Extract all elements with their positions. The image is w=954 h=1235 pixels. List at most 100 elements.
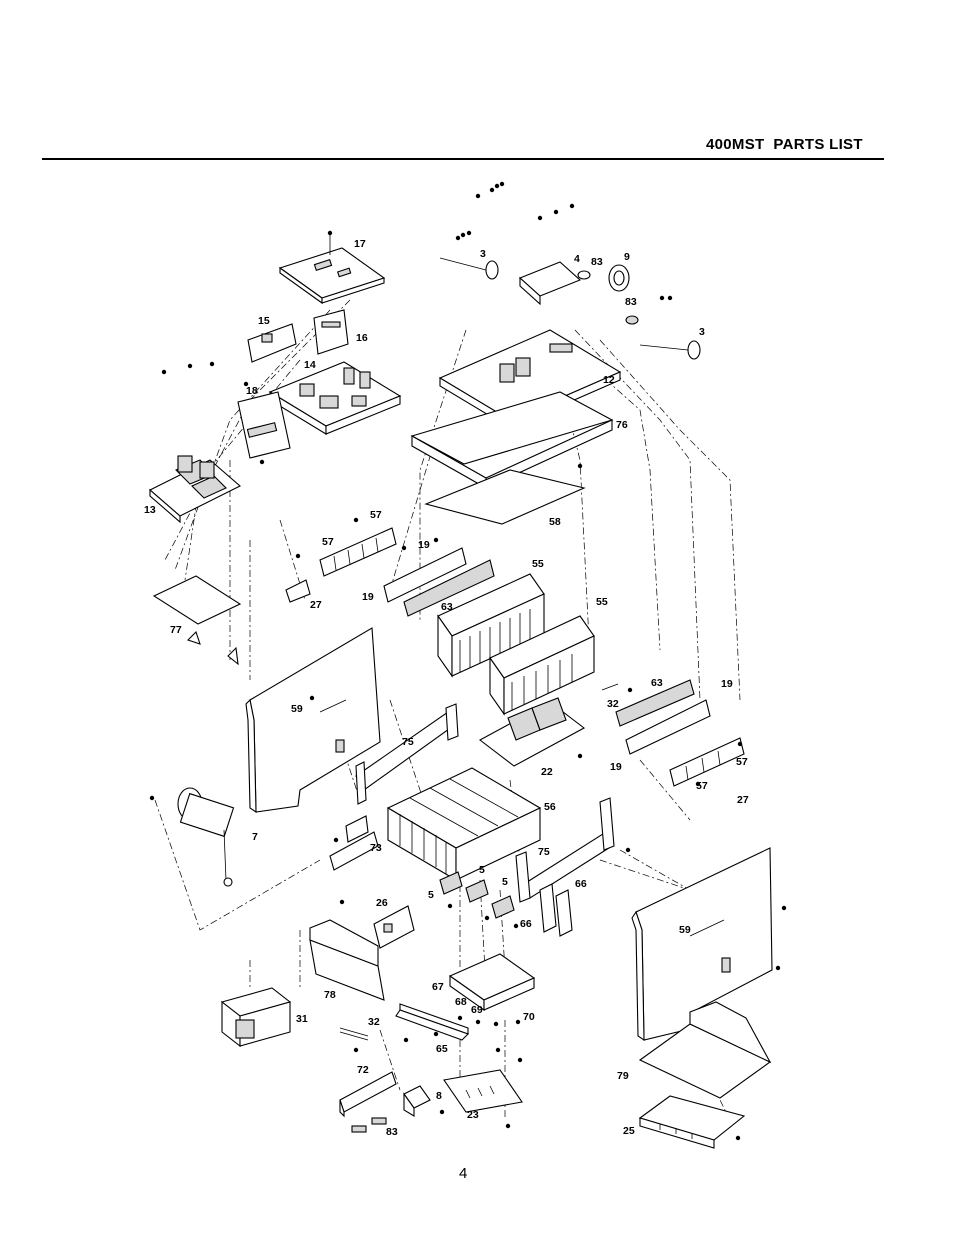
callout-19: 19 (362, 591, 374, 603)
callout-26: 26 (376, 897, 388, 909)
part-16-bracket (313, 309, 349, 355)
part-3-terminal-right (639, 340, 701, 360)
part-78-front-cover (309, 919, 385, 1001)
part-66-plates (539, 883, 573, 937)
callout-32: 32 (368, 1016, 380, 1028)
part-17-control-board (278, 230, 386, 305)
part-19-bracket-left (383, 547, 467, 603)
callout-83: 83 (386, 1126, 398, 1138)
callout-4: 4 (574, 253, 580, 265)
callout-17: 17 (354, 238, 366, 250)
callout-57: 57 (322, 536, 334, 548)
top-screws (455, 181, 673, 301)
part-3-terminal-left (439, 257, 499, 280)
callout-23: 23 (467, 1109, 479, 1121)
part-27-block-left (285, 579, 311, 603)
callout-63: 63 (651, 677, 663, 689)
callout-66: 66 (575, 878, 587, 890)
callout-59: 59 (679, 924, 691, 936)
callout-57: 57 (370, 509, 382, 521)
part-75-bracket-left (355, 703, 459, 805)
part-55-heatsink-b (489, 615, 595, 716)
callout-15: 15 (258, 315, 270, 327)
callout-78: 78 (324, 989, 336, 1001)
callout-16: 16 (356, 332, 368, 344)
callout-75: 75 (538, 846, 550, 858)
callout-57: 57 (696, 780, 708, 792)
part-22-transformer-board (478, 697, 586, 767)
part-59-side-panel-left (245, 627, 381, 814)
callout-58: 58 (549, 516, 561, 528)
callout-32: 32 (607, 698, 619, 710)
page-title: 400MST PARTS LIST (706, 136, 863, 153)
part-63-insulator-left (403, 559, 495, 617)
callout-55: 55 (532, 558, 544, 570)
part-31-transformer (220, 987, 292, 1048)
part-18-side-board (237, 391, 291, 459)
callout-14: 14 (304, 359, 316, 371)
part-75-bracket-right (515, 797, 615, 903)
callout-67: 67 (432, 981, 444, 993)
fastener-screws (149, 361, 787, 1141)
callout-75: 75 (402, 736, 414, 748)
callout-5: 5 (428, 889, 434, 901)
callout-9: 9 (624, 251, 630, 263)
callout-labels: 17 3 4 83 9 83 3 15 16 14 12 18 76 13 58… (144, 238, 749, 1138)
part-55-heatsink-a (437, 573, 545, 678)
part-19-bracket-right (625, 699, 711, 755)
callout-12: 12 (603, 374, 615, 386)
callout-72: 72 (357, 1064, 369, 1076)
part-15-small-board (247, 323, 297, 363)
callout-77: 77 (170, 624, 182, 636)
part-79-bottom-panel (638, 1001, 772, 1099)
callout-3: 3 (699, 326, 705, 338)
callout-76: 76 (616, 419, 628, 431)
part-77-sheet (152, 575, 242, 666)
part-32-cable (339, 683, 619, 1041)
callout-19: 19 (721, 678, 733, 690)
part-9-ring (608, 264, 630, 292)
part-23-board (443, 1069, 523, 1113)
callout-63: 63 (441, 601, 453, 613)
part-26-bracket (373, 905, 415, 949)
callout-27: 27 (737, 794, 749, 806)
part-4-terminal-block (518, 261, 582, 306)
callout-7: 7 (252, 831, 258, 843)
callout-18: 18 (246, 385, 258, 397)
callout-13: 13 (144, 504, 156, 516)
callout-73: 73 (370, 842, 382, 854)
callout-8: 8 (436, 1090, 442, 1102)
callout-68: 68 (455, 996, 467, 1008)
callout-70: 70 (523, 1011, 535, 1023)
header-rule (42, 158, 884, 160)
callout-25: 25 (623, 1125, 635, 1137)
callout-66: 66 (520, 918, 532, 930)
part-67-70-bracket-assembly (448, 953, 536, 1012)
part-8-switch (403, 1085, 431, 1117)
callout-59: 59 (291, 703, 303, 715)
callout-79: 79 (617, 1070, 629, 1082)
part-83-grommet-top (577, 270, 639, 325)
part-14-main-board (268, 361, 402, 435)
callout-57: 57 (736, 756, 748, 768)
callout-65: 65 (436, 1043, 448, 1055)
part-57-strip-right (669, 737, 745, 787)
part-83-grommets-bottom (351, 1117, 387, 1133)
part-57-strip-left (319, 527, 397, 577)
callout-5: 5 (502, 876, 508, 888)
callout-3: 3 (480, 248, 486, 260)
part-72-bracket (339, 1071, 397, 1118)
callout-56: 56 (544, 801, 556, 813)
part-65-rail (395, 1003, 470, 1041)
callout-69: 69 (471, 1004, 483, 1016)
part-58-insulator (424, 469, 586, 525)
callout-31: 31 (296, 1013, 308, 1025)
part-13-relay-board (149, 455, 241, 524)
part-73-bracket (329, 815, 379, 871)
callout-22: 22 (541, 766, 553, 778)
callout-19: 19 (610, 761, 622, 773)
part-25-bottom-board (638, 1095, 746, 1149)
callout-55: 55 (596, 596, 608, 608)
callout-27: 27 (310, 599, 322, 611)
